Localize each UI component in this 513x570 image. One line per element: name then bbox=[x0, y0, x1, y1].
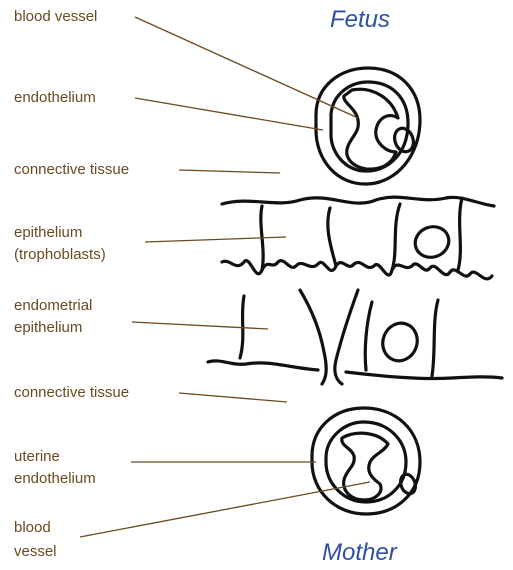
endometrial-basal-membrane bbox=[208, 361, 502, 379]
maternal-endothelium-cell bbox=[342, 433, 388, 500]
endometrial-cell-divider-5 bbox=[432, 300, 438, 376]
label-epithelium-line2: (trophoblasts) bbox=[14, 244, 106, 265]
trophoblast-cell-divider-2 bbox=[328, 208, 336, 266]
trophoblast-cell-divider-4 bbox=[458, 198, 462, 270]
label-endothelium: endothelium bbox=[14, 87, 96, 108]
leader-blood-vessel-bottom bbox=[80, 482, 370, 537]
leader-endometrial bbox=[132, 322, 268, 329]
label-endometrial-line2: epithelium bbox=[14, 317, 82, 338]
leader-blood-vessel-top bbox=[135, 17, 358, 118]
label-uterine-line1: uterine bbox=[14, 446, 60, 467]
label-endometrial-line1: endometrial bbox=[14, 295, 92, 316]
leader-connective-tissue-top bbox=[179, 170, 280, 173]
label-blood-vessel-top: blood vessel bbox=[14, 6, 97, 27]
maternal-endothelium-nucleus bbox=[398, 472, 418, 496]
label-connective-tissue-bottom: connective tissue bbox=[14, 382, 129, 403]
endometrial-nucleus bbox=[378, 318, 423, 365]
trophoblast-nucleus bbox=[411, 222, 453, 262]
maternal-blood-vessel bbox=[312, 408, 420, 514]
endometrial-cell-divider-4 bbox=[365, 302, 372, 370]
label-connective-tissue-top: connective tissue bbox=[14, 159, 129, 180]
fetal-endothelium-cell bbox=[344, 89, 398, 169]
label-blood-vessel-bottom-line2: vessel bbox=[14, 541, 57, 562]
maternal-vessel-outer-wall bbox=[312, 408, 420, 514]
leader-epithelium bbox=[145, 237, 286, 242]
label-epithelium-line1: epithelium bbox=[14, 222, 82, 243]
fetal-blood-vessel bbox=[316, 68, 420, 184]
label-uterine-line2: endothelium bbox=[14, 468, 96, 489]
fetus-title: Fetus bbox=[330, 6, 390, 34]
trophoblast-cell-divider-3 bbox=[392, 204, 400, 270]
leader-connective-tissue-bottom bbox=[179, 393, 287, 402]
leader-endothelium bbox=[135, 98, 323, 130]
label-blood-vessel-bottom-line1: blood bbox=[14, 517, 51, 538]
mother-title: Mother bbox=[322, 539, 397, 567]
endometrial-cell-divider-3 bbox=[335, 290, 358, 384]
endometrial-layer bbox=[208, 290, 502, 384]
